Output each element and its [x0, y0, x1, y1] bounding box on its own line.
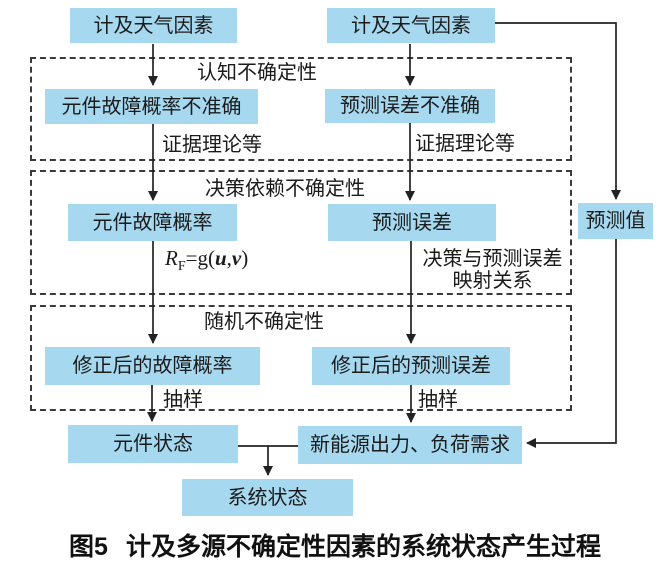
node-forecast-error-inaccurate: 预测误差不准确 — [325, 89, 495, 123]
node-corrected-fault-prob: 修正后的故障概率 — [45, 347, 260, 385]
formula-R: R — [165, 246, 178, 270]
decision-uncertainty-label: 决策依赖不确定性 — [205, 178, 365, 200]
node-system-state: 系统状态 — [182, 479, 353, 516]
mapping-label-line2: 映射关系 — [452, 270, 533, 292]
mapping-label-line1: 决策与预测误差 — [422, 248, 563, 270]
node-forecast-value: 预测值 — [578, 203, 653, 239]
formula-comma: , — [226, 246, 232, 270]
formula-sub-F: F — [177, 259, 186, 275]
node-component-state: 元件状态 — [68, 425, 238, 463]
figure-caption: 图5 计及多源不确定性因素的系统状态产生过程 — [0, 527, 670, 563]
fault-rate-formula: RF=g(u,v) — [165, 246, 248, 275]
node-forecast-error: 预测误差 — [328, 204, 496, 241]
random-uncertainty-label: 随机不确定性 — [204, 311, 324, 333]
node-fault-prob-inaccurate: 元件故障概率不准确 — [45, 89, 258, 124]
node-renewable-output-load-demand: 新能源出力、负荷需求 — [298, 426, 522, 464]
formula-u: u — [214, 246, 227, 270]
evidence-theory-label-right: 证据理论等 — [415, 133, 515, 155]
node-weather-right: 计及天气因素 — [327, 8, 495, 43]
formula-v: v — [231, 246, 242, 270]
formula-close: ) — [241, 246, 249, 270]
node-weather-left: 计及天气因素 — [70, 8, 237, 43]
sampling-label-left: 抽样 — [163, 389, 203, 411]
decision-uncertainty-group-box — [30, 170, 572, 295]
decision-forecast-mapping-label: 决策与预测误差 映射关系 — [415, 248, 570, 292]
figure-title: 计及多源不确定性因素的系统状态产生过程 — [125, 533, 601, 561]
node-fault-prob: 元件故障概率 — [68, 204, 237, 241]
sampling-label-right: 抽样 — [418, 389, 458, 411]
formula-eq-g: =g( — [185, 246, 215, 270]
evidence-theory-label-left: 证据理论等 — [162, 134, 262, 156]
node-corrected-forecast-error: 修正后的预测误差 — [312, 347, 510, 385]
cognitive-uncertainty-label: 认知不确定性 — [197, 62, 317, 84]
figure-number: 图5 — [69, 533, 108, 561]
